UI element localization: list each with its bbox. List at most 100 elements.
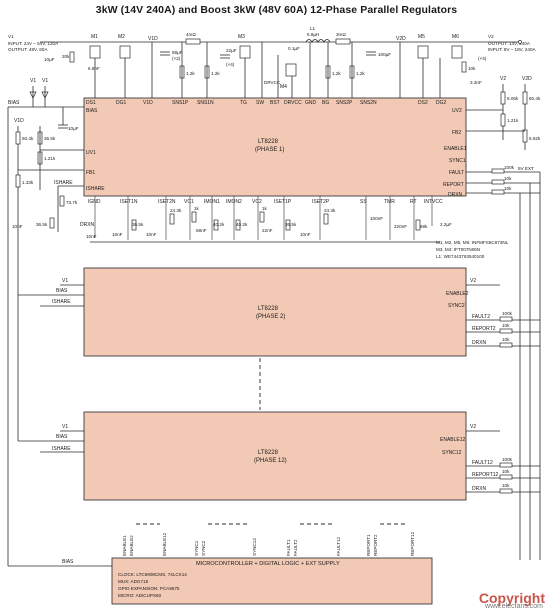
right-r-10k-b: 10k (504, 186, 512, 191)
p1-pin-sns1n: SNS1N (197, 100, 214, 106)
p2-pin-v1: V1 (62, 278, 68, 284)
svg-text:22µF: 22µF (226, 48, 237, 53)
output-label-v2: V2 (488, 34, 494, 39)
bottom-c7: 220nF (394, 224, 407, 229)
p2-pin-drxn: DRXN (472, 340, 487, 346)
cap-x4b-label: (×4) (478, 56, 487, 61)
p1-pin-bg: BG (322, 100, 329, 106)
svg-text:M5: M5 (418, 34, 425, 40)
bottom-c10: 10nF (86, 234, 97, 239)
output-spec-v2: OUTPUT: 14V, 240A (488, 41, 531, 46)
left-r-133k: 1.33k (22, 180, 34, 185)
v1d-top-label: V1D (148, 36, 158, 42)
output-spec: OUTPUT: 48V, 60A (8, 47, 48, 52)
p1-pin-vc1: VC1 (184, 199, 194, 205)
mcu-sig-report12: REPORT12 (410, 531, 415, 556)
left-r-365k: 36.5k (44, 136, 56, 141)
mcu-sig-sync2: SYNC2 (201, 540, 206, 556)
chip-phase1 (83, 97, 467, 197)
mcu-block (111, 557, 433, 605)
right-v2d-label: V2D (522, 76, 532, 82)
right-v2-label: V2 (500, 76, 506, 82)
chip-phase2-phase: (PHASE 2) (256, 314, 285, 320)
note-mosfets-b: M3, M4: IFT007N06N (436, 247, 480, 252)
l1-label: L1 (310, 26, 316, 31)
svg-text:(×2): (×2) (172, 56, 181, 61)
p2-pin-ishare: ISHARE (52, 299, 71, 305)
r-12k-d-label: 1.2k (356, 71, 365, 76)
input-spec: INPUT: 24V – 54V, 120A (8, 41, 59, 46)
right-r-662k: 6.62k (529, 136, 541, 141)
p1-pin-iset1n: ISET1N (120, 199, 138, 205)
right-r-806k: 8.06k (507, 96, 519, 101)
bottom-c1: 10nF (112, 232, 123, 237)
p1-pin-enable1: ENABLE1 (444, 146, 467, 152)
mcu-line-gpio: GPIO EXPANSION: PCA9575 (118, 586, 180, 591)
p12-pin-sync12: SYNC12 (442, 450, 462, 456)
bottom-r1: 36.5k (132, 222, 144, 227)
left-r-737k: 73.7k (66, 200, 78, 205)
p1-pin-iset2n: ISET2N (158, 199, 176, 205)
p1-pin-ignd: IGND (88, 199, 101, 205)
p1-pin-sns2p: SNS2P (336, 100, 353, 106)
bottom-r2: 24.3k (170, 208, 182, 213)
p2-pin-fault2: FAULT2 (472, 314, 490, 320)
watermark: Copyright (478, 590, 545, 606)
left-bias-label: BIAS (8, 100, 20, 106)
left-r-121k: 1.21k (44, 156, 56, 161)
p2-pin-sync2: SYNC2 (448, 303, 465, 309)
r-4m-label: 4mΩ (186, 32, 196, 37)
drvcc-top-label: DRVCC (264, 80, 281, 85)
cap-10uf-left: 10µF (58, 124, 79, 131)
p1-pin-dg2: DG2 (436, 100, 447, 106)
p1-pin-fb2: FB2 (452, 130, 461, 136)
left-ishare-label: ISHARE (54, 180, 73, 186)
svg-text:100µF: 100µF (378, 52, 391, 57)
p2-r-10k-b: 10k (502, 337, 510, 342)
svg-text:M2: M2 (118, 34, 125, 40)
phase1-bottom-components (90, 196, 440, 243)
mcu-sig-enable12: ENABLE12 (162, 532, 167, 556)
watermark-site: www.elecfans.com (485, 603, 543, 610)
r-10k-top-label: 10k (468, 66, 476, 71)
mcu-sig-report1: REPORT1 (366, 534, 371, 556)
p2-pin-report2: REPORT2 (472, 326, 496, 332)
p1-pin-ishare: ISHARE (86, 186, 105, 192)
mcu-bias-label: BIAS (62, 559, 74, 565)
p1-pin-uv2: UV2 (452, 108, 462, 114)
p12-pin-v1: V1 (62, 424, 68, 430)
p2-pin-v2: V2 (470, 278, 476, 284)
p1-pin-sync1: SYNC1 (449, 158, 466, 164)
svg-text:M4: M4 (280, 84, 287, 90)
note-inductor: L1: WE7443763540100 (436, 254, 485, 259)
left-v1-a: V1 (30, 78, 36, 84)
bottom-r6: 1k (262, 206, 268, 211)
bottom-c3: 68nF (196, 228, 207, 233)
cap-68nf-label: 6.8nF (88, 66, 100, 71)
p1-pin-iset2p: ISET2P (312, 199, 330, 205)
bottom-r3: 1k (194, 206, 200, 211)
page-title: 3kW (14V 240A) and Boost 3kW (48V 60A) 1… (95, 4, 458, 16)
bottom-r8: 24.3k (324, 208, 336, 213)
p1-pin-sw: SW (256, 100, 264, 106)
p1-pin-bias: BIAS (86, 108, 98, 114)
mosfet-m5: M5 (417, 34, 429, 59)
mcu-sig-enable2: ENABLE2 (129, 535, 134, 556)
p12-pin-v2: V2 (470, 424, 476, 430)
mcu-line-mux: MUX: ADG715 (118, 579, 149, 584)
p1-pin-report: REPORT (443, 182, 464, 188)
chip-phase1-phase: (PHASE 1) (255, 147, 284, 153)
bottom-c6: 100nF (370, 216, 383, 221)
left-v1-b: V1 (42, 78, 48, 84)
cap-68uf: 68µF (×2) (160, 50, 183, 61)
p1-pin-iset1p: ISET1P (274, 199, 292, 205)
p12-pin-ishare: ISHARE (52, 446, 71, 452)
input-spec-v2: INPUT: 8V – 18V, 240A (488, 47, 537, 52)
p1-pin-drvcc: DRVCC (284, 100, 302, 106)
mosfet-m2: M2 (118, 34, 131, 59)
mcu-sig-report2: REPORT2 (373, 534, 378, 556)
chip-phase1-name: LT8228 (258, 139, 279, 145)
p2-r-100k: 100k (502, 311, 513, 316)
p1-pin-ss: SS (360, 199, 367, 205)
bottom-r4: 40.2k (213, 222, 225, 227)
